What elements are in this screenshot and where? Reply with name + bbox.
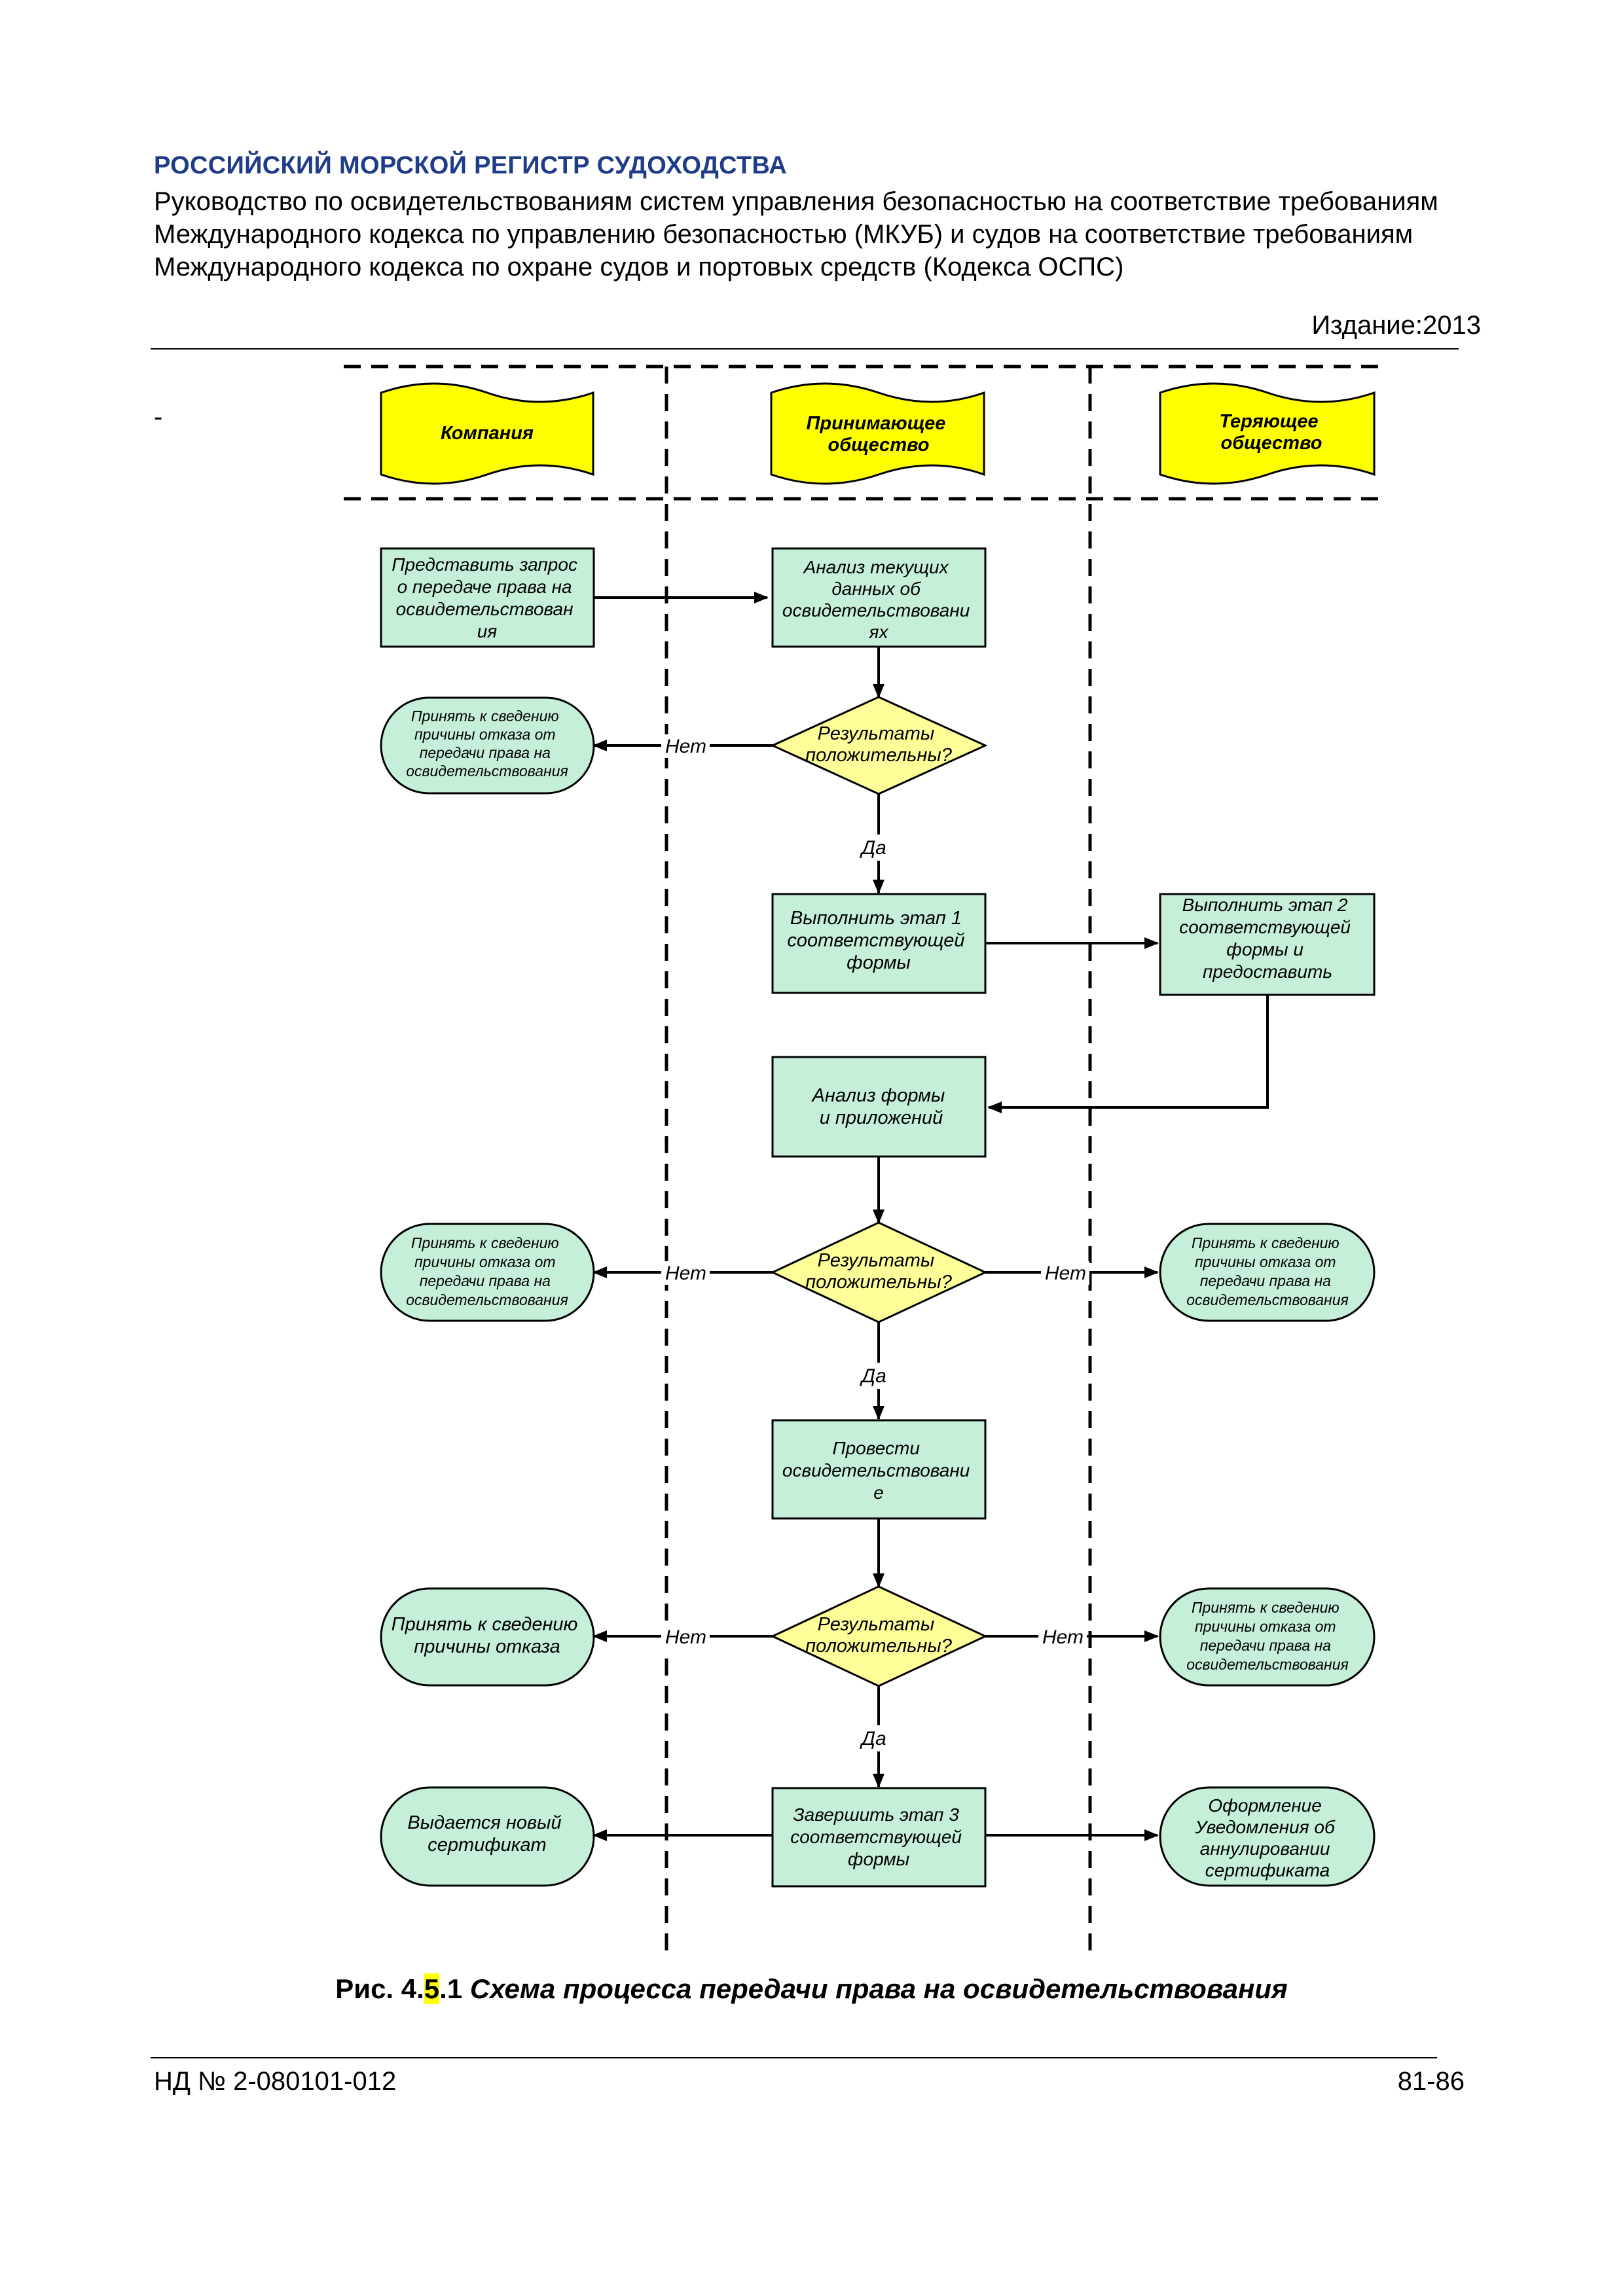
organization-name: РОССИЙСКИЙ МОРСКОЙ РЕГИСТР СУДОХОДСТВА — [154, 152, 787, 179]
svg-text:Анализ текущих данных об: Анализ текущих данных об освидетельствов… — [782, 557, 975, 642]
svg-text:Компания: Компания — [441, 423, 534, 444]
svg-text:Завершить этап 3 соответ: Завершить этап 3 соответствующей формы — [790, 1804, 967, 1869]
edge-labels: Нет Да Нет Нет Да Нет Нет Да — [661, 734, 1089, 1751]
edition-label: Издание:2013 — [1311, 311, 1481, 340]
svg-text:Представить запрос о пер: Представить запрос о передаче права на о… — [392, 554, 583, 641]
svg-text:Результаты положительны?: Результаты положительны? — [805, 1250, 953, 1293]
edge-label-yes-3: Да — [860, 1728, 886, 1749]
caption-highlighted-number: 5 — [424, 1973, 440, 2004]
edge-label-no-3-left: Нет — [665, 1626, 706, 1648]
swimlane-header-losing: Теряющее общество — [1159, 382, 1376, 485]
note-refusal-3-losing: Принять к сведению причины отказа от пер… — [1159, 1587, 1376, 1687]
svg-text:Принять к сведению причи: Принять к сведению причины отказа от пер… — [406, 708, 568, 780]
process-survey: Провести освидетельствовани е — [771, 1419, 987, 1520]
process-stage-3: Завершить этап 3 соответствующей формы — [771, 1787, 987, 1888]
process-analysis-form: Анализ формы и приложений — [771, 1056, 987, 1158]
swimlane-label-receiving-2: общество — [828, 435, 930, 456]
swimlane-dividers — [344, 365, 1381, 1950]
swimlane-label-losing-1: Теряющее — [1219, 411, 1318, 432]
process-stage-1: Выполнить этап 1 соответствующей формы — [771, 893, 987, 994]
svg-text:Анализ формы и приложени: Анализ формы и приложений — [811, 1085, 951, 1128]
note-refusal-3-company: Принять к сведению причины отказа — [380, 1587, 595, 1687]
note-refusal-1: Принять к сведению причины отказа от пер… — [380, 696, 595, 795]
swimlane-label-company: Компания — [441, 423, 534, 444]
svg-text:Выполнить этап 1 соответ: Выполнить этап 1 соответствующей формы — [787, 908, 970, 973]
decision-3: Результаты положительны? — [770, 1585, 988, 1687]
svg-text:Принять к сведению причи: Принять к сведению причины отказа от пер… — [1186, 1234, 1349, 1308]
swimlane-label-receiving-1: Принимающее — [807, 413, 946, 434]
footer-rule — [151, 2057, 1437, 2058]
swimlane-label-losing-2: общество — [1221, 433, 1322, 454]
terminal-new-certificate: Выдается новый сертификат — [380, 1786, 595, 1887]
edge-label-yes-1: Да — [860, 837, 886, 859]
svg-text:Оформление Уведомления о: Оформление Уведомления об аннулировании … — [1195, 1795, 1340, 1880]
process-request: Представить запрос о передаче права на о… — [380, 547, 595, 648]
decision-2: Результаты положительны? — [770, 1221, 988, 1323]
svg-text:Результаты положительны?: Результаты положительны? — [805, 723, 953, 766]
edge-label-no-3-right: Нет — [1042, 1626, 1084, 1648]
edge-label-no-2-right: Нет — [1045, 1263, 1086, 1284]
svg-text:Результаты положительны?: Результаты положительны? — [805, 1614, 953, 1657]
figure-caption: Рис. 4.5.1 Схема процесса передачи права… — [0, 1973, 1623, 2005]
note-refusal-2-losing: Принять к сведению причины отказа от пер… — [1159, 1223, 1376, 1322]
page-number: 81-86 — [1397, 2067, 1465, 2096]
document-title: Руководство по освидетельствованиям сист… — [154, 187, 1438, 281]
process-analysis-current: Анализ текущих данных об освидетельствов… — [771, 547, 987, 648]
edge-label-no-2-left: Нет — [665, 1263, 706, 1284]
swimlane-header-receiving: Принимающее общество — [770, 382, 985, 485]
note-refusal-2-company: Принять к сведению причины отказа от пер… — [380, 1223, 595, 1322]
svg-text:Теряющее общество: Теряющее общество — [1219, 411, 1323, 454]
svg-text:Провести освидетельствов: Провести освидетельствовани е — [782, 1438, 975, 1503]
svg-text:Принять к сведению причи: Принять к сведению причины отказа — [392, 1614, 583, 1657]
swimlane-header-company: Компания — [380, 382, 594, 485]
svg-text:Принимающее общество: Принимающее общество — [807, 413, 951, 456]
stray-mark: - — [154, 403, 163, 431]
header-rule — [151, 348, 1459, 350]
connectors — [593, 592, 1269, 1841]
svg-text:Выдается новый сертифика: Выдается новый сертификат — [407, 1812, 566, 1856]
document-number: НД № 2-080101-012 — [154, 2067, 397, 2096]
decision-1: Результаты положительны? — [770, 696, 988, 795]
caption-suffix: .1 — [439, 1973, 470, 2004]
edge-label-no-1: Нет — [665, 736, 706, 757]
svg-text:Принять к сведению причи: Принять к сведению причины отказа от пер… — [406, 1234, 568, 1308]
svg-text:Принять к сведению причи: Принять к сведению причины отказа от пер… — [1186, 1599, 1349, 1673]
terminal-cancellation-notice: Оформление Уведомления об аннулировании … — [1159, 1786, 1376, 1887]
svg-text:Выполнить этап 2 соответ: Выполнить этап 2 соответствующей формы и… — [1179, 895, 1356, 982]
process-stage-2: Выполнить этап 2 соответствующей формы и… — [1159, 893, 1376, 996]
caption-prefix: Рис. 4. — [335, 1973, 424, 2004]
caption-title: Схема процесса передачи права на освидет… — [469, 1973, 1288, 2004]
edge-label-yes-2: Да — [860, 1365, 886, 1387]
